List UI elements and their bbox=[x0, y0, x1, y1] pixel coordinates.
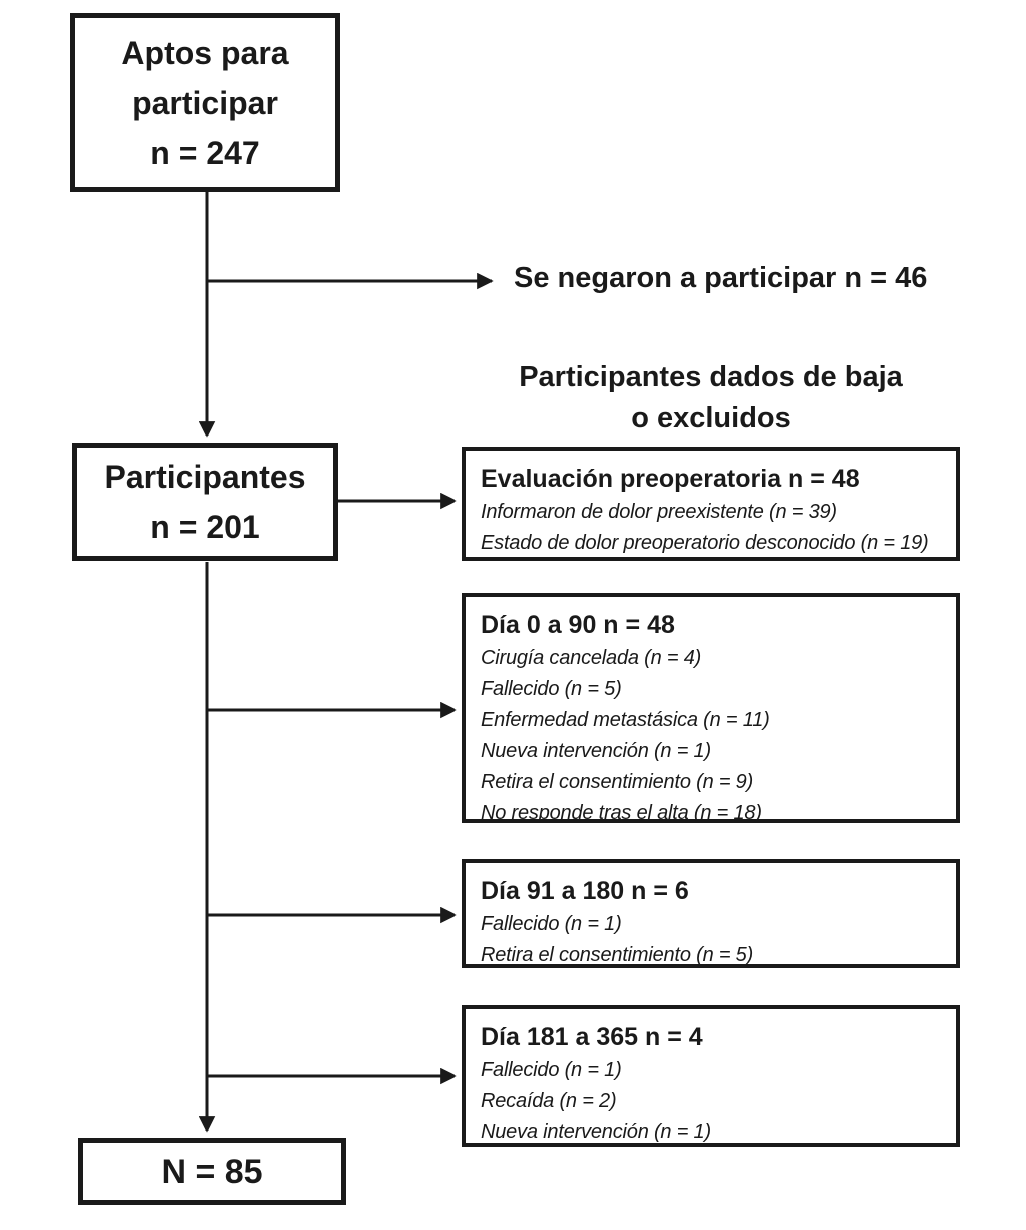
exclusion-box-day181-365: Día 181 a 365 n = 4 Fallecido (n = 1) Re… bbox=[462, 1005, 960, 1147]
participants-box: Participantes n = 201 bbox=[72, 443, 338, 561]
exclusion-item: Cirugía cancelada (n = 4) bbox=[481, 647, 702, 669]
exclusion-box-title: Evaluación preoperatoria n = 48 bbox=[481, 465, 860, 493]
exclusion-item: Recaída (n = 2) bbox=[481, 1090, 617, 1112]
participants-box-count: n = 201 bbox=[150, 509, 260, 545]
exclusion-item: Informaron de dolor preexistente (n = 39… bbox=[481, 501, 837, 523]
exclusion-box-title: Día 181 a 365 n = 4 bbox=[481, 1023, 703, 1051]
exclusion-box-title: Día 0 a 90 n = 48 bbox=[481, 611, 675, 639]
eligible-box-count: n = 247 bbox=[150, 134, 260, 171]
exclusion-item: Nueva intervención (n = 1) bbox=[481, 1121, 711, 1143]
final-box-count: N = 85 bbox=[161, 1152, 263, 1191]
exclusion-item: Fallecido (n = 1) bbox=[481, 913, 622, 935]
eligible-box-line2: participar bbox=[132, 84, 278, 121]
eligible-box-line1: Aptos para bbox=[121, 34, 289, 71]
participants-box-title: Participantes bbox=[104, 459, 306, 495]
exclusion-item: Retira el consentimiento (n = 9) bbox=[481, 771, 754, 793]
exclusion-box-day0-90: Día 0 a 90 n = 48 Cirugía cancelada (n =… bbox=[462, 593, 960, 824]
refused-label: Se negaron a participar n = 46 bbox=[514, 262, 928, 294]
withdrawn-heading-line1: Participantes dados de baja bbox=[519, 361, 903, 393]
exclusion-item: Fallecido (n = 5) bbox=[481, 678, 622, 700]
exclusion-item: Estado de dolor preoperatorio desconocid… bbox=[481, 532, 929, 554]
eligible-box: Aptos para participar n = 247 bbox=[70, 13, 340, 192]
exclusion-box-title: Día 91 a 180 n = 6 bbox=[481, 877, 689, 905]
withdrawn-heading-line2: o excluidos bbox=[631, 402, 791, 434]
exclusion-item: Enfermedad metastásica (n = 11) bbox=[481, 709, 770, 731]
withdrawn-heading: Participantes dados de baja o excluidos bbox=[462, 357, 960, 439]
exclusion-item: Fallecido (n = 1) bbox=[481, 1059, 622, 1081]
exclusion-item: Nueva intervención (n = 1) bbox=[481, 740, 711, 762]
final-box: N = 85 bbox=[78, 1138, 346, 1205]
exclusion-item: Retira el consentimiento (n = 5) bbox=[481, 944, 754, 966]
exclusion-item: No responde tras el alta (n = 18) bbox=[481, 802, 762, 824]
exclusion-box-day91-180: Día 91 a 180 n = 6 Fallecido (n = 1) Ret… bbox=[462, 859, 960, 968]
exclusion-box-preop: Evaluación preoperatoria n = 48 Informar… bbox=[462, 447, 960, 561]
